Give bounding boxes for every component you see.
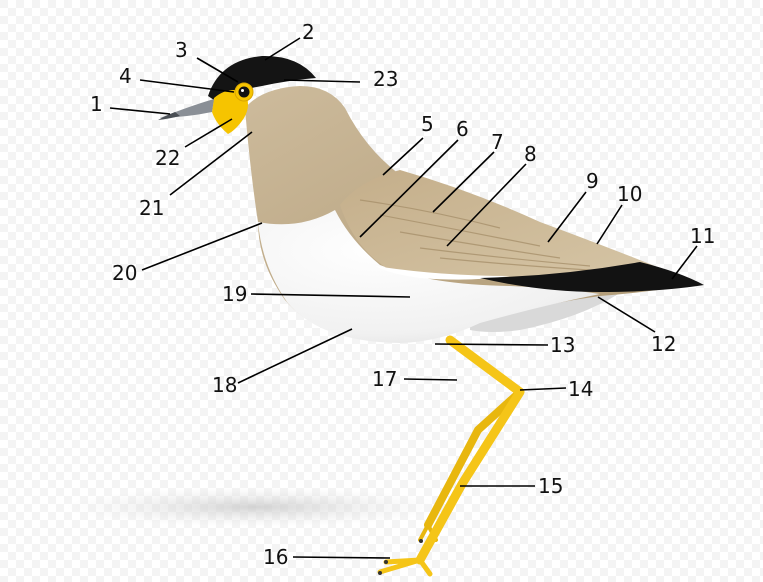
eye-highlight [241,89,244,92]
label-8: 8 [524,142,537,166]
label-15: 15 [538,474,563,498]
label-12: 12 [651,332,676,356]
claws [378,539,423,575]
bill-tip [158,112,180,120]
bird-wing [340,170,700,285]
label-14: 14 [568,377,593,401]
label-1: 1 [90,92,103,116]
ground-shadow [65,487,445,527]
label-18: 18 [212,373,237,397]
label-13: 13 [550,333,575,357]
label-16: 16 [263,545,288,569]
wing-feather-lines [359,199,621,273]
label-19: 19 [222,282,247,306]
label-21: 21 [139,196,164,220]
bird-underparts [258,210,600,343]
label-17: 17 [372,367,397,391]
labels: 1 2 3 4 5 6 7 8 9 10 11 12 13 14 15 16 1… [90,20,715,569]
undertail-coverts [470,293,620,332]
label-20: 20 [112,261,137,285]
label-5: 5 [421,112,434,136]
yellow-face-patch [212,90,248,134]
label-2: 2 [302,20,315,44]
label-6: 6 [456,117,469,141]
wing-white-bar [375,266,510,280]
label-11: 11 [690,224,715,248]
label-22: 22 [155,146,180,170]
label-23: 23 [373,67,398,91]
leader-lines [109,37,698,559]
front-leg [377,335,525,577]
label-3: 3 [175,38,188,62]
label-9: 9 [586,169,599,193]
label-10: 10 [617,182,642,206]
black-primaries [480,262,704,292]
eye [238,86,250,98]
label-7: 7 [491,130,504,154]
label-4: 4 [119,64,132,88]
